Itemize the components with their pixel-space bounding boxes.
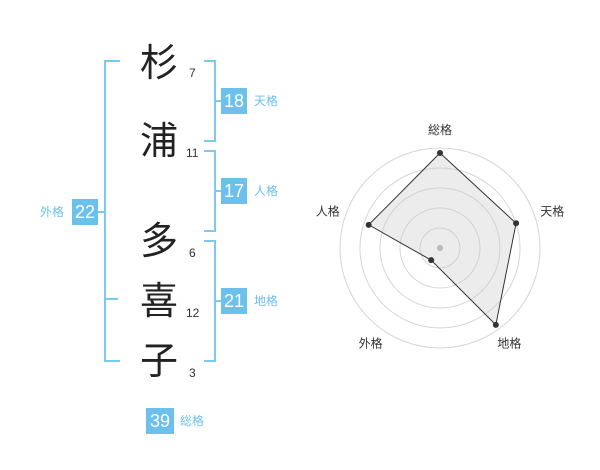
radar-point-1 bbox=[437, 150, 443, 156]
radar-center-dot bbox=[437, 245, 443, 251]
chikaku-bracket-stub bbox=[216, 300, 222, 302]
jinkaku-bracket bbox=[204, 150, 216, 232]
tenkaku-label: 天格 bbox=[254, 94, 279, 108]
stroke-count-3: 6 bbox=[189, 246, 196, 260]
radar-point-4 bbox=[428, 257, 435, 264]
gaikaku-bracket bbox=[104, 60, 120, 362]
radar-axis-label-3: 地格 bbox=[497, 335, 521, 350]
gaikaku-label: 外格 bbox=[40, 205, 65, 219]
radar-axis-label-4: 外格 bbox=[359, 335, 383, 350]
name-char-5: 子 bbox=[140, 339, 179, 383]
jinkaku-bracket-stub bbox=[216, 190, 222, 192]
radar-point-3 bbox=[492, 321, 499, 328]
stroke-count-4: 12 bbox=[186, 306, 200, 320]
chikaku-value: 21 bbox=[221, 288, 247, 314]
radar-point-5 bbox=[365, 221, 372, 228]
stroke-count-2: 11 bbox=[186, 146, 199, 160]
radar-polygon bbox=[367, 152, 517, 326]
name-char-2: 浦 bbox=[140, 119, 179, 163]
name-char-1: 杉 bbox=[140, 41, 179, 85]
gaikaku-bracket-inner-tick bbox=[104, 298, 118, 300]
chikaku-label: 地格 bbox=[254, 294, 279, 308]
gaikaku-value: 22 bbox=[72, 199, 98, 225]
radar-ring-4 bbox=[359, 167, 521, 329]
tenkaku-value: 18 bbox=[221, 88, 247, 114]
radar-axis-label-5: 人格 bbox=[316, 204, 340, 219]
radar-axis-label-1: 総格 bbox=[428, 122, 452, 137]
name-char-4: 喜 bbox=[140, 279, 179, 323]
stroke-count-1: 7 bbox=[189, 66, 196, 80]
tenkaku-bracket bbox=[204, 60, 216, 142]
jinkaku-value: 17 bbox=[221, 178, 247, 204]
radar-ring-2 bbox=[399, 207, 481, 289]
radar-points bbox=[365, 150, 520, 328]
radar-point-2 bbox=[513, 220, 520, 227]
tenkaku-bracket-stub bbox=[216, 100, 222, 102]
jinkaku-label: 人格 bbox=[254, 184, 279, 198]
radar-ring-3 bbox=[379, 187, 501, 309]
chikaku-bracket bbox=[204, 240, 216, 362]
soukaku-label: 総格 bbox=[180, 414, 205, 428]
name-char-3: 多 bbox=[140, 219, 179, 263]
radar-axis-label-2: 天格 bbox=[540, 204, 564, 219]
soukaku-value: 39 bbox=[146, 408, 174, 434]
radar-ring-1 bbox=[419, 227, 461, 269]
stroke-count-5: 3 bbox=[189, 366, 196, 380]
gaikaku-bracket-stub bbox=[96, 211, 104, 213]
